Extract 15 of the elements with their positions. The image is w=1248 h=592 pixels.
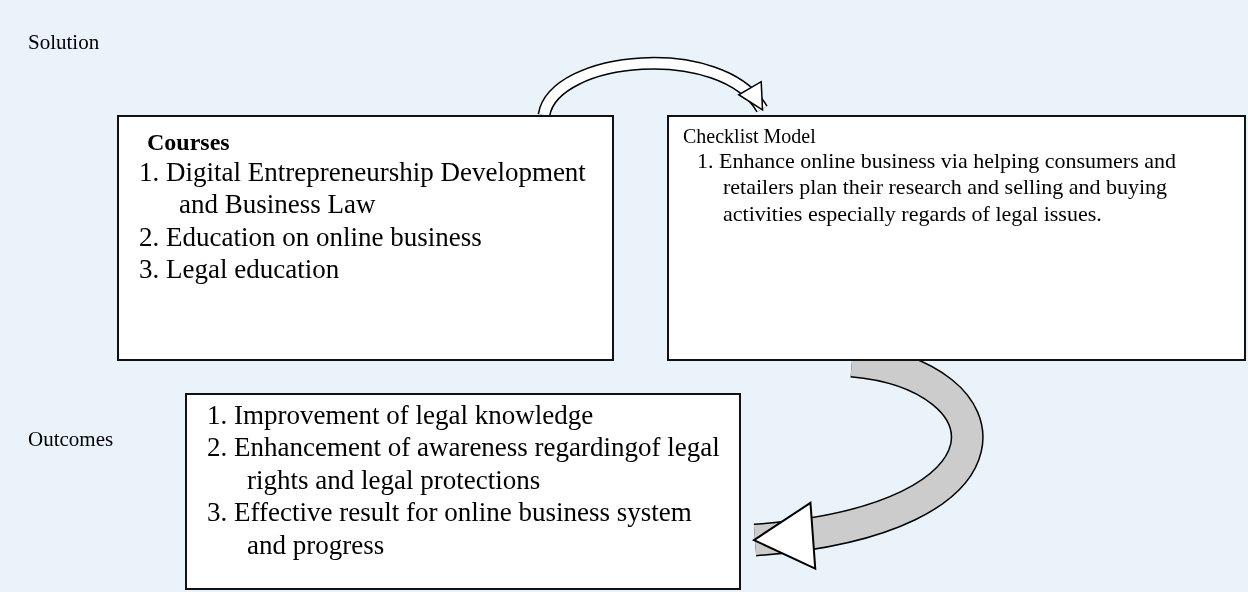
text-box — [667, 115, 1246, 361]
box-heading: Checklist Model — [683, 125, 817, 148]
list-item: 1. Improvement of legal knowledge — [206, 399, 595, 432]
curved-arrow — [537, 57, 768, 118]
list-item: 3. Legal education — [138, 253, 341, 286]
list-item: 3. Effective result for online business system and progress — [206, 496, 693, 562]
list-item: 1. Enhance online business via helping consumers and retailers plan their research and selling and buying activities especially regards of legal issues. — [696, 148, 1177, 228]
section-label: Outcomes — [28, 427, 114, 452]
list-item: 2. Education on online business — [138, 220, 483, 254]
list-item: 2. Enhancement of awareness regardingof legal rights and legal protections — [206, 431, 721, 497]
list-item: 1. Digital Entrepreneurship Development and Business Law — [138, 156, 587, 221]
box-heading: Courses — [146, 129, 231, 156]
section-label: Solution — [28, 30, 100, 55]
text-box — [117, 115, 614, 361]
text-box — [185, 393, 741, 590]
